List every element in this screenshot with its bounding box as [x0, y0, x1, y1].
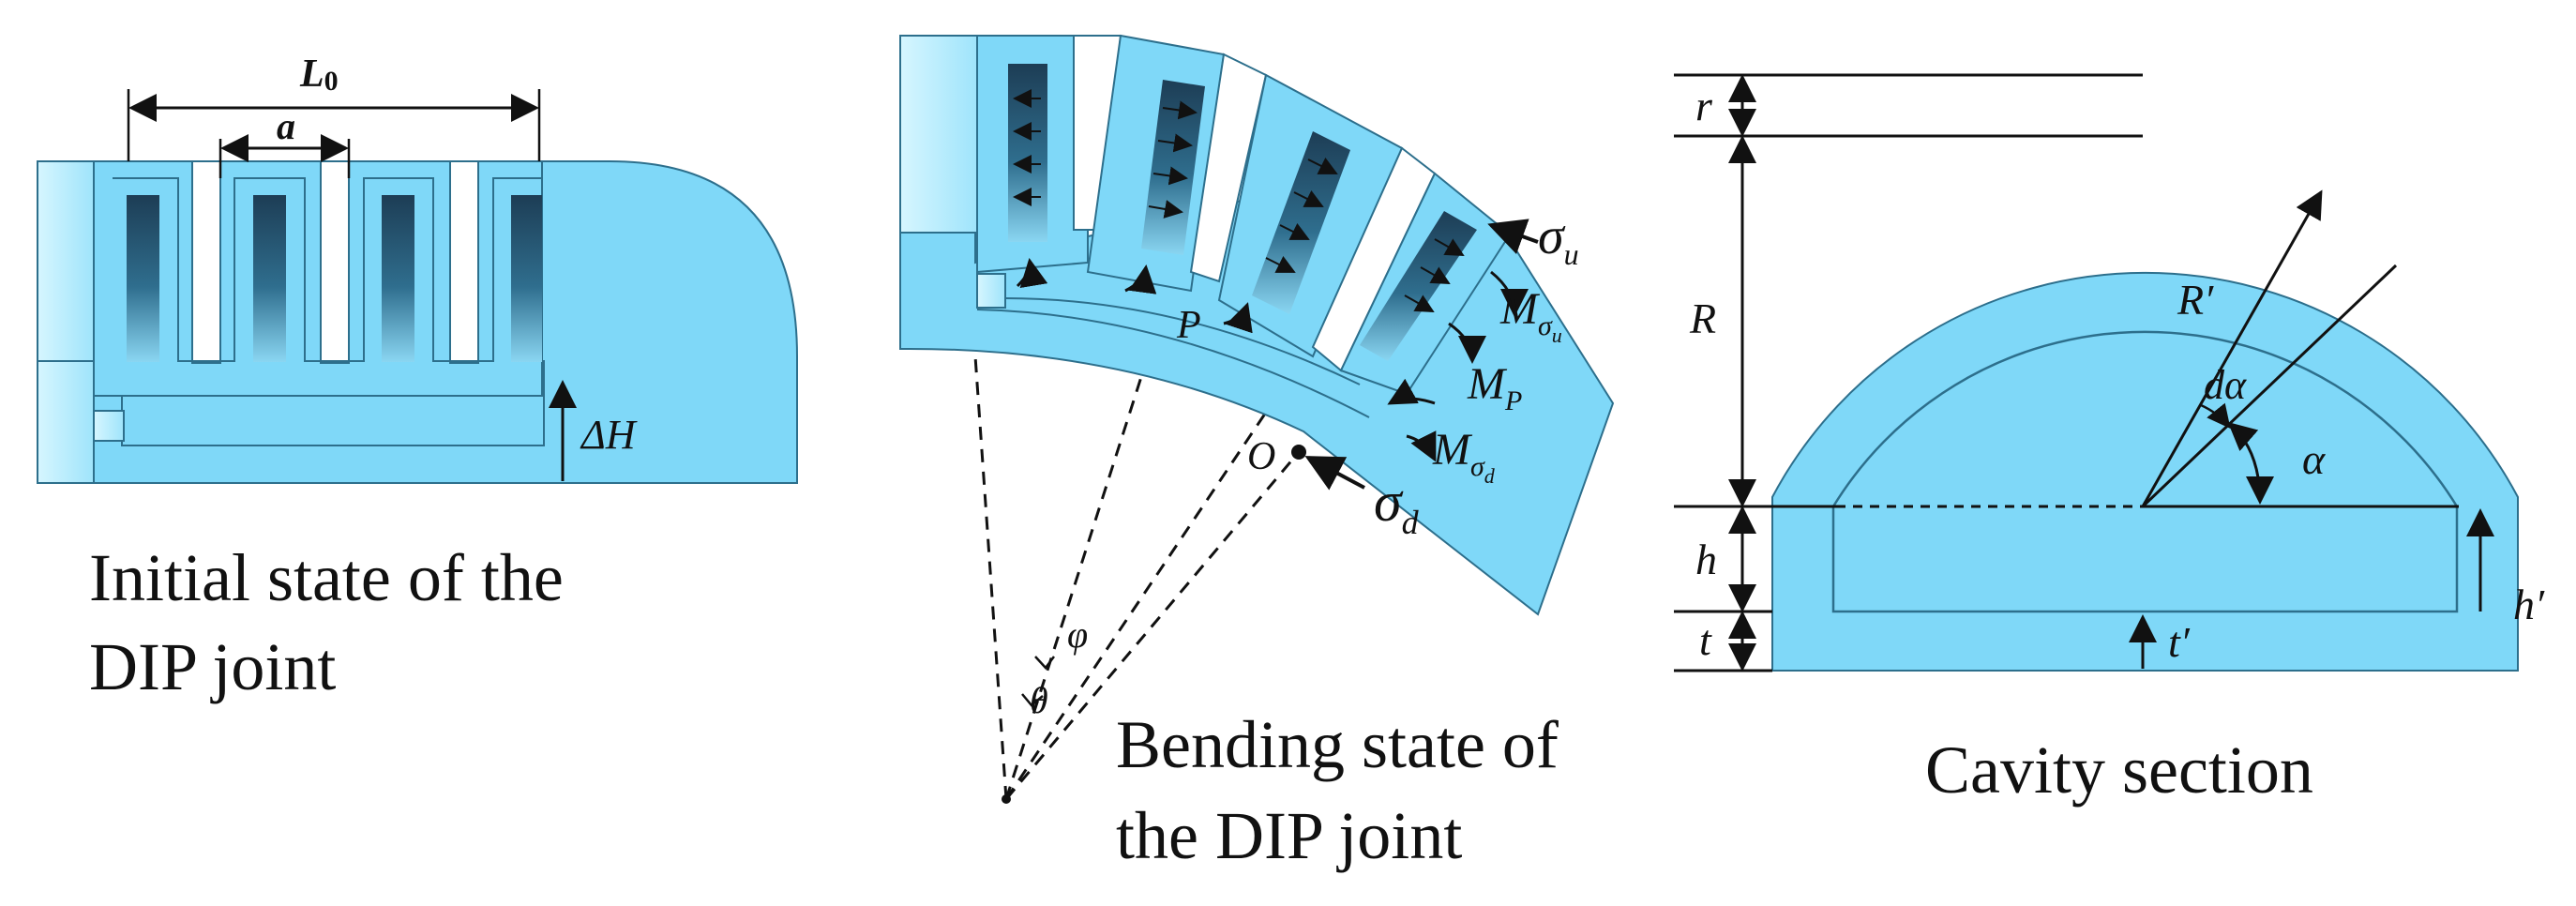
label-alpha: α — [2302, 435, 2326, 483]
air-chamber — [253, 195, 286, 362]
label-theta: θ — [1030, 679, 1048, 721]
panel-initial-state: L0 a ΔH Initial state of the DIP joint — [37, 53, 798, 704]
label-h: h — [1695, 536, 1717, 583]
label-O: O — [1247, 435, 1275, 478]
cavity-inner — [1831, 330, 2459, 613]
label-delta-H: ΔH — [580, 412, 638, 458]
air-chamber — [382, 195, 414, 362]
label-M-sigma-u: Mσu — [1499, 284, 1562, 347]
panel-bending-state: σu Mσu MP Mσd P O σd φ θ Bending state o… — [899, 34, 1615, 873]
caption-bending-line1: Bending state of — [1116, 707, 1559, 782]
label-dalpha: dα — [2204, 362, 2247, 408]
caption-bending-line2: the DIP joint — [1116, 798, 1462, 873]
label-L0: L0 — [299, 53, 339, 97]
end-cap-bent — [899, 35, 978, 234]
air-chamber — [127, 195, 159, 362]
label-a: a — [277, 105, 295, 147]
point-O — [1291, 445, 1306, 460]
finger-body-bent — [899, 35, 1615, 616]
label-phi: φ — [1067, 613, 1088, 656]
gap-slot — [191, 160, 221, 364]
label-t: t — [1699, 616, 1712, 664]
caption-initial-line1: Initial state of the — [89, 540, 564, 615]
gap-slot — [449, 160, 479, 364]
radius-secondary — [2141, 264, 2398, 508]
fingers-initial — [93, 160, 543, 397]
moment-arrows — [1016, 258, 1529, 462]
inlet-port-bent — [976, 273, 1006, 309]
radius-Rprime — [2141, 189, 2323, 507]
bending-rays — [973, 309, 1305, 800]
label-tprime: t′ — [2168, 618, 2191, 666]
label-Rprime: R′ — [2177, 276, 2214, 324]
label-hprime: h′ — [2513, 581, 2545, 628]
label-M-P: MP — [1467, 359, 1522, 416]
pressure-arrows — [1013, 89, 1465, 312]
label-sigma-u: σu — [1538, 207, 1579, 271]
inlet-port-initial — [93, 410, 125, 442]
fingers-bent — [976, 34, 1512, 418]
label-sigma-d: σd — [1374, 471, 1420, 541]
gap-slot — [320, 160, 350, 364]
label-M-sigma-d: Mσd — [1432, 425, 1496, 488]
end-cap-initial — [37, 160, 95, 484]
pivot-point — [1002, 794, 1011, 804]
air-chamber — [511, 195, 542, 362]
label-R: R — [1689, 294, 1716, 342]
caption-cavity: Cavity section — [1925, 732, 2313, 808]
panel-cavity-section: r R h t R′ dα α t′ h′ Cavity section — [1674, 73, 2545, 808]
label-r: r — [1695, 82, 1713, 129]
label-P: P — [1176, 304, 1201, 347]
caption-initial-line2: DIP joint — [89, 629, 336, 704]
